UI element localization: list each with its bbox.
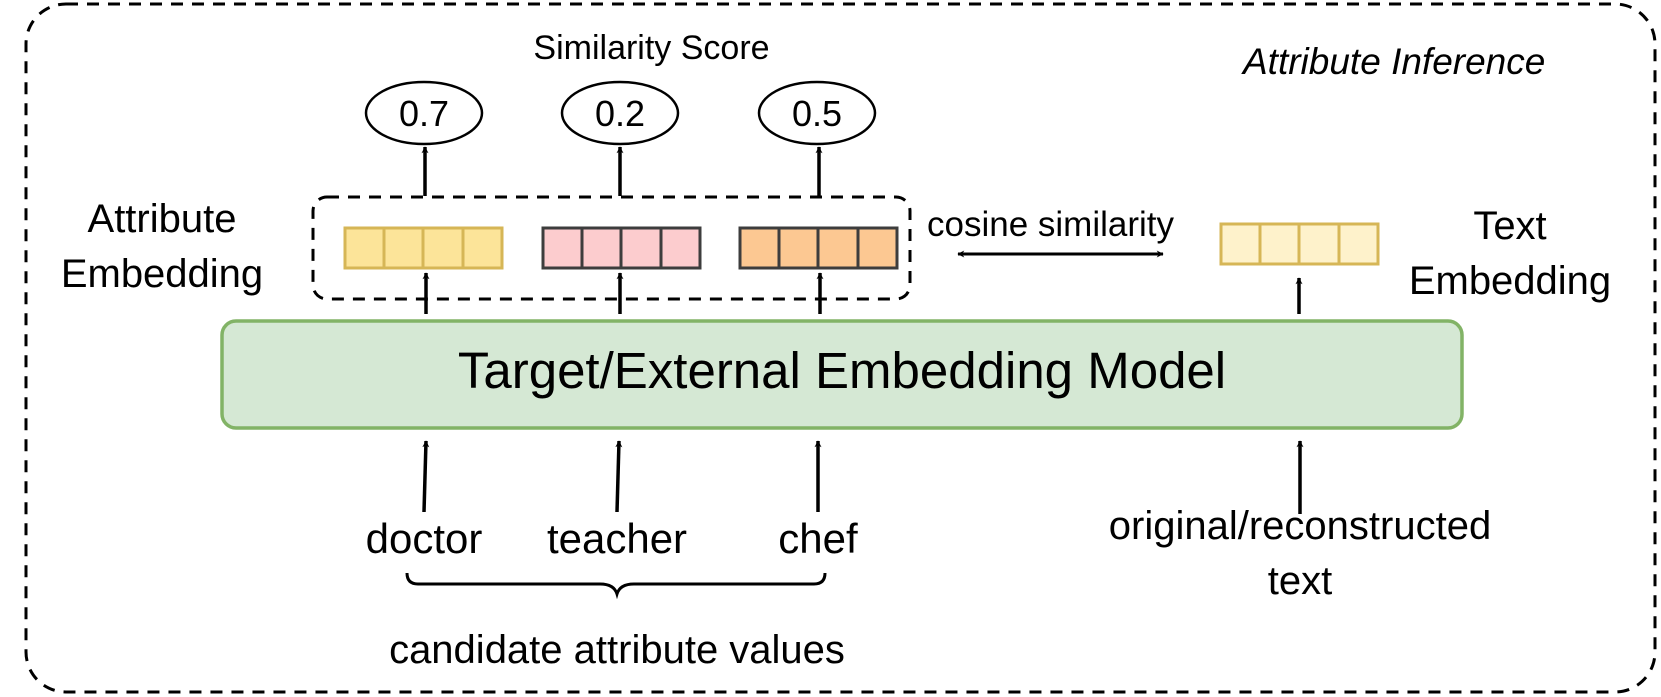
panel-title: Attribute Inference xyxy=(1243,41,1546,82)
arrow-teacher-to-model xyxy=(615,440,623,513)
embedding-vector-doctor xyxy=(343,226,504,270)
embedding-model-box xyxy=(220,319,1464,430)
attribute-embedding-label-line1: Attribute xyxy=(87,197,237,241)
score-value-2: 0.5 xyxy=(791,93,843,134)
attribute-embedding-group xyxy=(311,195,912,301)
cosine-similarity-label: cosine similarity xyxy=(927,205,1174,244)
attribute-embedding-label-line2: Embedding xyxy=(60,252,264,296)
score-ellipse-0 xyxy=(364,80,484,146)
candidate-chef: chef xyxy=(778,515,858,562)
text-embedding-label-line2: Embedding xyxy=(1408,259,1612,303)
arrow-doctor-to-model xyxy=(422,440,430,513)
embedding-vector-chef xyxy=(738,226,899,270)
text-input-label-line2: text xyxy=(1267,559,1333,603)
candidate-group-label: candidate attribute values xyxy=(389,628,845,672)
candidate-brace xyxy=(405,572,827,600)
candidate-doctor: doctor xyxy=(365,515,483,562)
text-input-label-line1: original/reconstructed xyxy=(1108,504,1492,548)
similarity-score-header: Similarity Score xyxy=(533,29,770,67)
score-value-1: 0.2 xyxy=(594,93,646,134)
score-ellipse-1 xyxy=(560,80,680,146)
score-ellipse-2 xyxy=(757,80,877,146)
embedding-vector-teacher xyxy=(541,226,702,270)
outer-panel-border xyxy=(24,2,1657,694)
candidate-teacher: teacher xyxy=(546,515,688,562)
embedding-vector-text xyxy=(1219,222,1380,266)
text-embedding-label-line1: Text xyxy=(1473,204,1547,248)
embedding-model-label: Target/External Embedding Model xyxy=(457,342,1227,399)
score-value-0: 0.7 xyxy=(398,93,450,134)
